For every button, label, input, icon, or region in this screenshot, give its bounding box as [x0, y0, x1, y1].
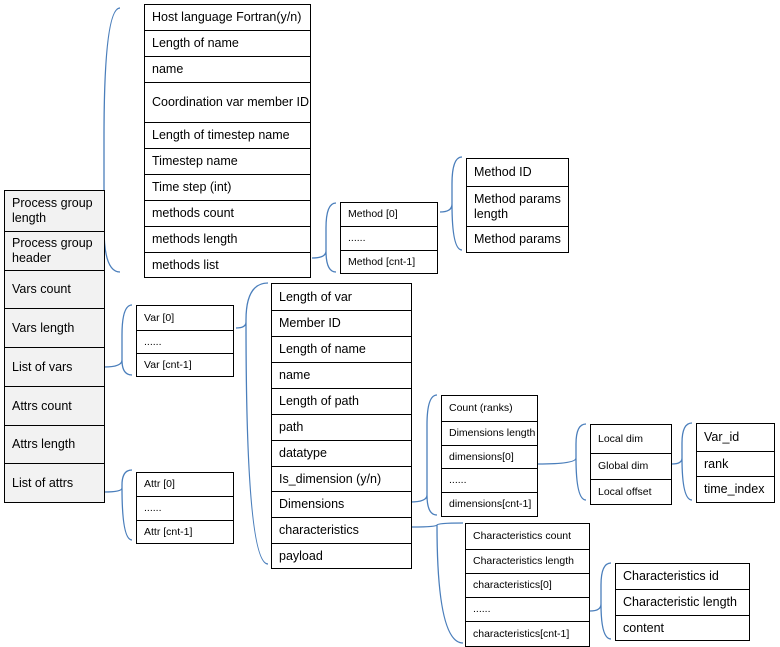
var-list-field: ......	[137, 330, 233, 353]
var-field: characteristics	[272, 517, 411, 543]
main-field: Attrs count	[5, 386, 104, 425]
var-list-stack: Var [0]......Var [cnt-1]	[136, 305, 234, 377]
header-field: Host language Fortran(y/n)	[152, 10, 302, 24]
brace-dim-detail	[537, 423, 587, 501]
method-list-field: Method [cnt-1]	[341, 250, 437, 273]
brace-var-list	[103, 304, 133, 376]
var-list-field: Var [0]	[144, 311, 175, 324]
dim-var-field: time_index	[697, 476, 774, 502]
header-field: Time step (int)	[145, 174, 310, 200]
var-field: Is_dimension (y/n)	[272, 466, 411, 491]
attr-list-field: Attr [cnt-1]	[137, 520, 233, 543]
var-field: Member ID	[272, 310, 411, 336]
characteristics-field: ......	[466, 597, 589, 621]
method-detail-field: Method params length	[467, 186, 568, 226]
header-field: methods length	[145, 226, 310, 252]
dim-detail-field: Local dim	[598, 432, 643, 445]
var-field: Dimensions	[272, 491, 411, 517]
dim-var-field: rank	[697, 451, 774, 476]
header-field: methods count	[145, 200, 310, 226]
main-field: List of attrs	[5, 463, 104, 502]
main-field: Vars length	[5, 308, 104, 347]
dimensions-field: Count (ranks)	[449, 402, 513, 415]
header-field: Length of name	[145, 30, 310, 56]
dim-detail-field: Global dim	[591, 453, 671, 479]
var-field: Length of name	[272, 336, 411, 362]
brace-method-list	[311, 202, 337, 273]
brace-characteristics	[411, 522, 464, 644]
header-field: methods list	[145, 252, 310, 277]
var-list-field: Var [cnt-1]	[137, 353, 233, 376]
var-field: path	[272, 414, 411, 440]
method-list-field: ......	[341, 226, 437, 250]
header-field: Length of timestep name	[145, 122, 310, 148]
dimensions-field: dimensions[cnt-1]	[442, 492, 537, 516]
attr-list-field: ......	[137, 496, 233, 520]
dimensions-field: ......	[442, 468, 537, 492]
pg-header-stack: Host language Fortran(y/n) Length of name…	[144, 4, 311, 278]
dimensions-field: dimensions[0]	[442, 445, 537, 468]
method-list-field: Method [0]	[348, 208, 398, 221]
brace-var-detail	[235, 282, 269, 565]
var-field: payload	[272, 543, 411, 568]
brace-dim-var	[671, 422, 693, 501]
method-list-stack: Method [0]......Method [cnt-1]	[340, 202, 438, 274]
var-field: Length of path	[272, 388, 411, 414]
dimensions-field: Dimensions length	[442, 421, 537, 445]
header-field: Timestep name	[145, 148, 310, 174]
char-detail-field: Characteristic length	[616, 589, 749, 615]
main-field: Vars count	[5, 270, 104, 308]
characteristics-field: characteristics[cnt-1]	[466, 621, 589, 646]
header-field: name	[145, 56, 310, 82]
attr-list-stack: Attr [0]......Attr [cnt-1]	[136, 472, 234, 544]
var-field: name	[272, 362, 411, 388]
brace-attr-list	[103, 469, 133, 541]
var-field: Length of var	[279, 289, 352, 304]
brace-dimensions	[409, 394, 438, 516]
characteristics-field: Characteristics count	[473, 530, 572, 543]
dim-detail-field: Local offset	[591, 479, 671, 504]
method-detail-field: Method ID	[474, 165, 532, 179]
dim-var-field: Var_id	[704, 430, 740, 444]
characteristics-field: characteristics[0]	[466, 573, 589, 597]
char-detail-field: content	[616, 615, 749, 640]
method-detail-field: Method params	[467, 226, 568, 252]
main-field: Process group length	[5, 191, 104, 231]
brace-char-detail	[589, 562, 612, 640]
char-detail-field: Characteristics id	[623, 569, 719, 583]
main-field: List of vars	[5, 347, 104, 386]
main-field: Attrs length	[5, 425, 104, 463]
brace-method-detail	[439, 156, 463, 251]
attr-list-field: Attr [0]	[144, 478, 175, 491]
main-field: Process group header	[5, 231, 104, 270]
header-field: Coordination var member ID	[145, 82, 310, 122]
var-field: datatype	[272, 440, 411, 466]
characteristics-field: Characteristics length	[466, 549, 589, 573]
